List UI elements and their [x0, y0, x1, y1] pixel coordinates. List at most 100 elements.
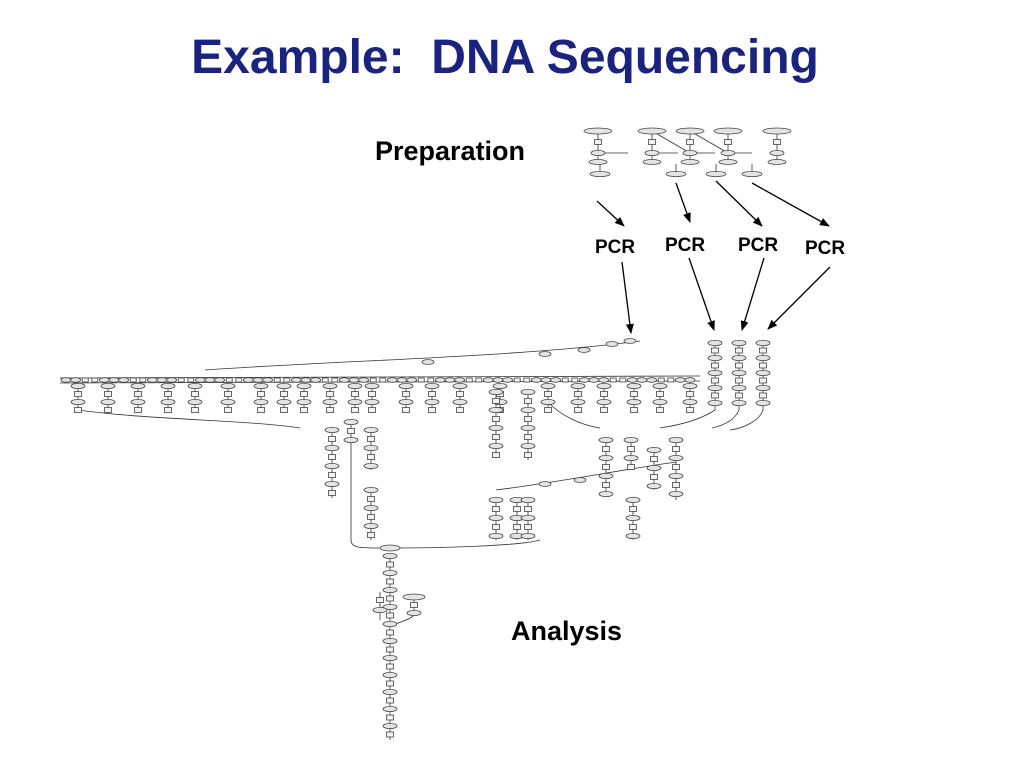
graph-node-oval — [386, 377, 398, 383]
graph-node-oval — [598, 436, 614, 443]
graph-node-box — [724, 139, 732, 145]
graph-node-box — [630, 391, 638, 397]
graph-node-oval — [160, 398, 176, 405]
graph-node-oval — [488, 406, 504, 413]
pcr-in-arrow — [596, 200, 625, 227]
graph-node-oval — [70, 382, 86, 389]
graph-node-oval — [204, 377, 216, 383]
graph-edge — [729, 409, 764, 431]
graph-node-box — [328, 454, 336, 460]
graph-node-oval — [363, 523, 379, 530]
graph-node-oval — [379, 544, 401, 552]
graph-node-box — [321, 377, 329, 383]
graph-node-oval — [363, 444, 379, 451]
graph-node-oval — [382, 621, 398, 628]
graph-edge — [350, 440, 381, 549]
graph-node-oval — [166, 377, 178, 383]
graph-node-oval — [520, 424, 536, 431]
graph-node-oval — [382, 672, 398, 679]
graph-node-oval — [675, 377, 686, 383]
graph-node-box — [711, 392, 719, 399]
graph-node-box — [331, 377, 339, 383]
graph-node-oval — [731, 399, 747, 406]
graph-node-oval — [118, 377, 129, 383]
pcr-out-arrow — [740, 257, 765, 331]
graph-node-box — [759, 377, 767, 384]
graph-node-oval — [540, 377, 552, 383]
graph-node-oval — [520, 406, 536, 413]
graph-node-oval — [454, 377, 466, 383]
graph-node-box — [735, 392, 743, 399]
graph-node-oval — [731, 384, 747, 391]
graph-node-oval — [577, 347, 591, 353]
pcr-label-3: PCR — [738, 235, 779, 256]
graph-node-oval — [372, 607, 388, 614]
graph-node-box — [351, 407, 359, 413]
graph-node-box — [74, 407, 82, 413]
graph-node-box — [139, 377, 147, 383]
graph-node-box — [134, 391, 142, 397]
graph-node-box — [351, 391, 359, 397]
graph-node-oval — [684, 377, 696, 383]
graph-node-oval — [424, 382, 440, 389]
pcr-label-4: PCR — [805, 238, 846, 259]
graph-node-oval — [707, 369, 723, 376]
graph-edge — [689, 130, 729, 154]
graph-node-oval — [214, 377, 226, 383]
graph-node-box — [672, 482, 680, 488]
graph-node-box — [224, 391, 232, 397]
graph-node-oval — [262, 377, 274, 383]
graph-node-oval — [625, 533, 641, 540]
graph-node-box — [667, 377, 675, 383]
graph-node-box — [224, 407, 232, 413]
graph-node-oval — [187, 382, 203, 389]
graph-node-box — [571, 377, 579, 383]
graph-node-oval — [769, 149, 785, 156]
graph-node-box — [650, 456, 658, 462]
graph-node-oval — [146, 377, 158, 383]
graph-node-oval — [324, 462, 340, 469]
graph-node-oval — [646, 446, 662, 453]
graph-node-box — [91, 377, 99, 383]
graph-node-box — [656, 391, 664, 397]
graph-node-box — [524, 416, 532, 422]
graph-node-oval — [755, 339, 771, 346]
graph-node-oval — [156, 377, 168, 383]
graph-node-oval — [220, 382, 236, 389]
graph-node-oval — [668, 490, 684, 497]
slide-title: Example: DNA Sequencing — [191, 31, 819, 84]
graph-node-oval — [402, 593, 426, 601]
graph-node-oval — [398, 382, 414, 389]
graph-node-oval — [596, 398, 612, 405]
graph-node-box — [544, 391, 552, 397]
graph-node-oval — [626, 382, 642, 389]
graph-node-box — [513, 377, 521, 383]
graph-node-oval — [583, 127, 613, 135]
preparation-label: Preparation — [375, 136, 526, 166]
graph-node-box — [600, 391, 608, 397]
graph-node-oval — [520, 442, 536, 449]
graph-node-oval — [626, 398, 642, 405]
graph-node-box — [386, 578, 394, 585]
graph-node-box — [417, 377, 425, 383]
graph-node-box — [492, 434, 500, 440]
graph-node-oval — [187, 398, 203, 405]
graph-node-oval — [605, 341, 619, 347]
graph-node-oval — [406, 377, 418, 383]
graph-node-box — [630, 407, 638, 413]
graph-node-oval — [623, 436, 639, 443]
graph-node-oval — [540, 398, 556, 405]
graph-node-box — [235, 377, 243, 383]
graph-node-box — [524, 452, 532, 458]
graph-node-box — [544, 407, 552, 413]
graph-node-box — [386, 697, 394, 704]
graph-node-oval — [668, 454, 684, 461]
graph-node-box — [574, 391, 582, 397]
graph-node-oval — [755, 369, 771, 376]
graph-node-box — [129, 377, 137, 383]
graph-node-box — [513, 506, 521, 512]
graph-node-oval — [731, 369, 747, 376]
graph-node-oval — [130, 398, 146, 405]
graph-node-oval — [646, 377, 657, 383]
graph-node-oval — [588, 159, 608, 165]
